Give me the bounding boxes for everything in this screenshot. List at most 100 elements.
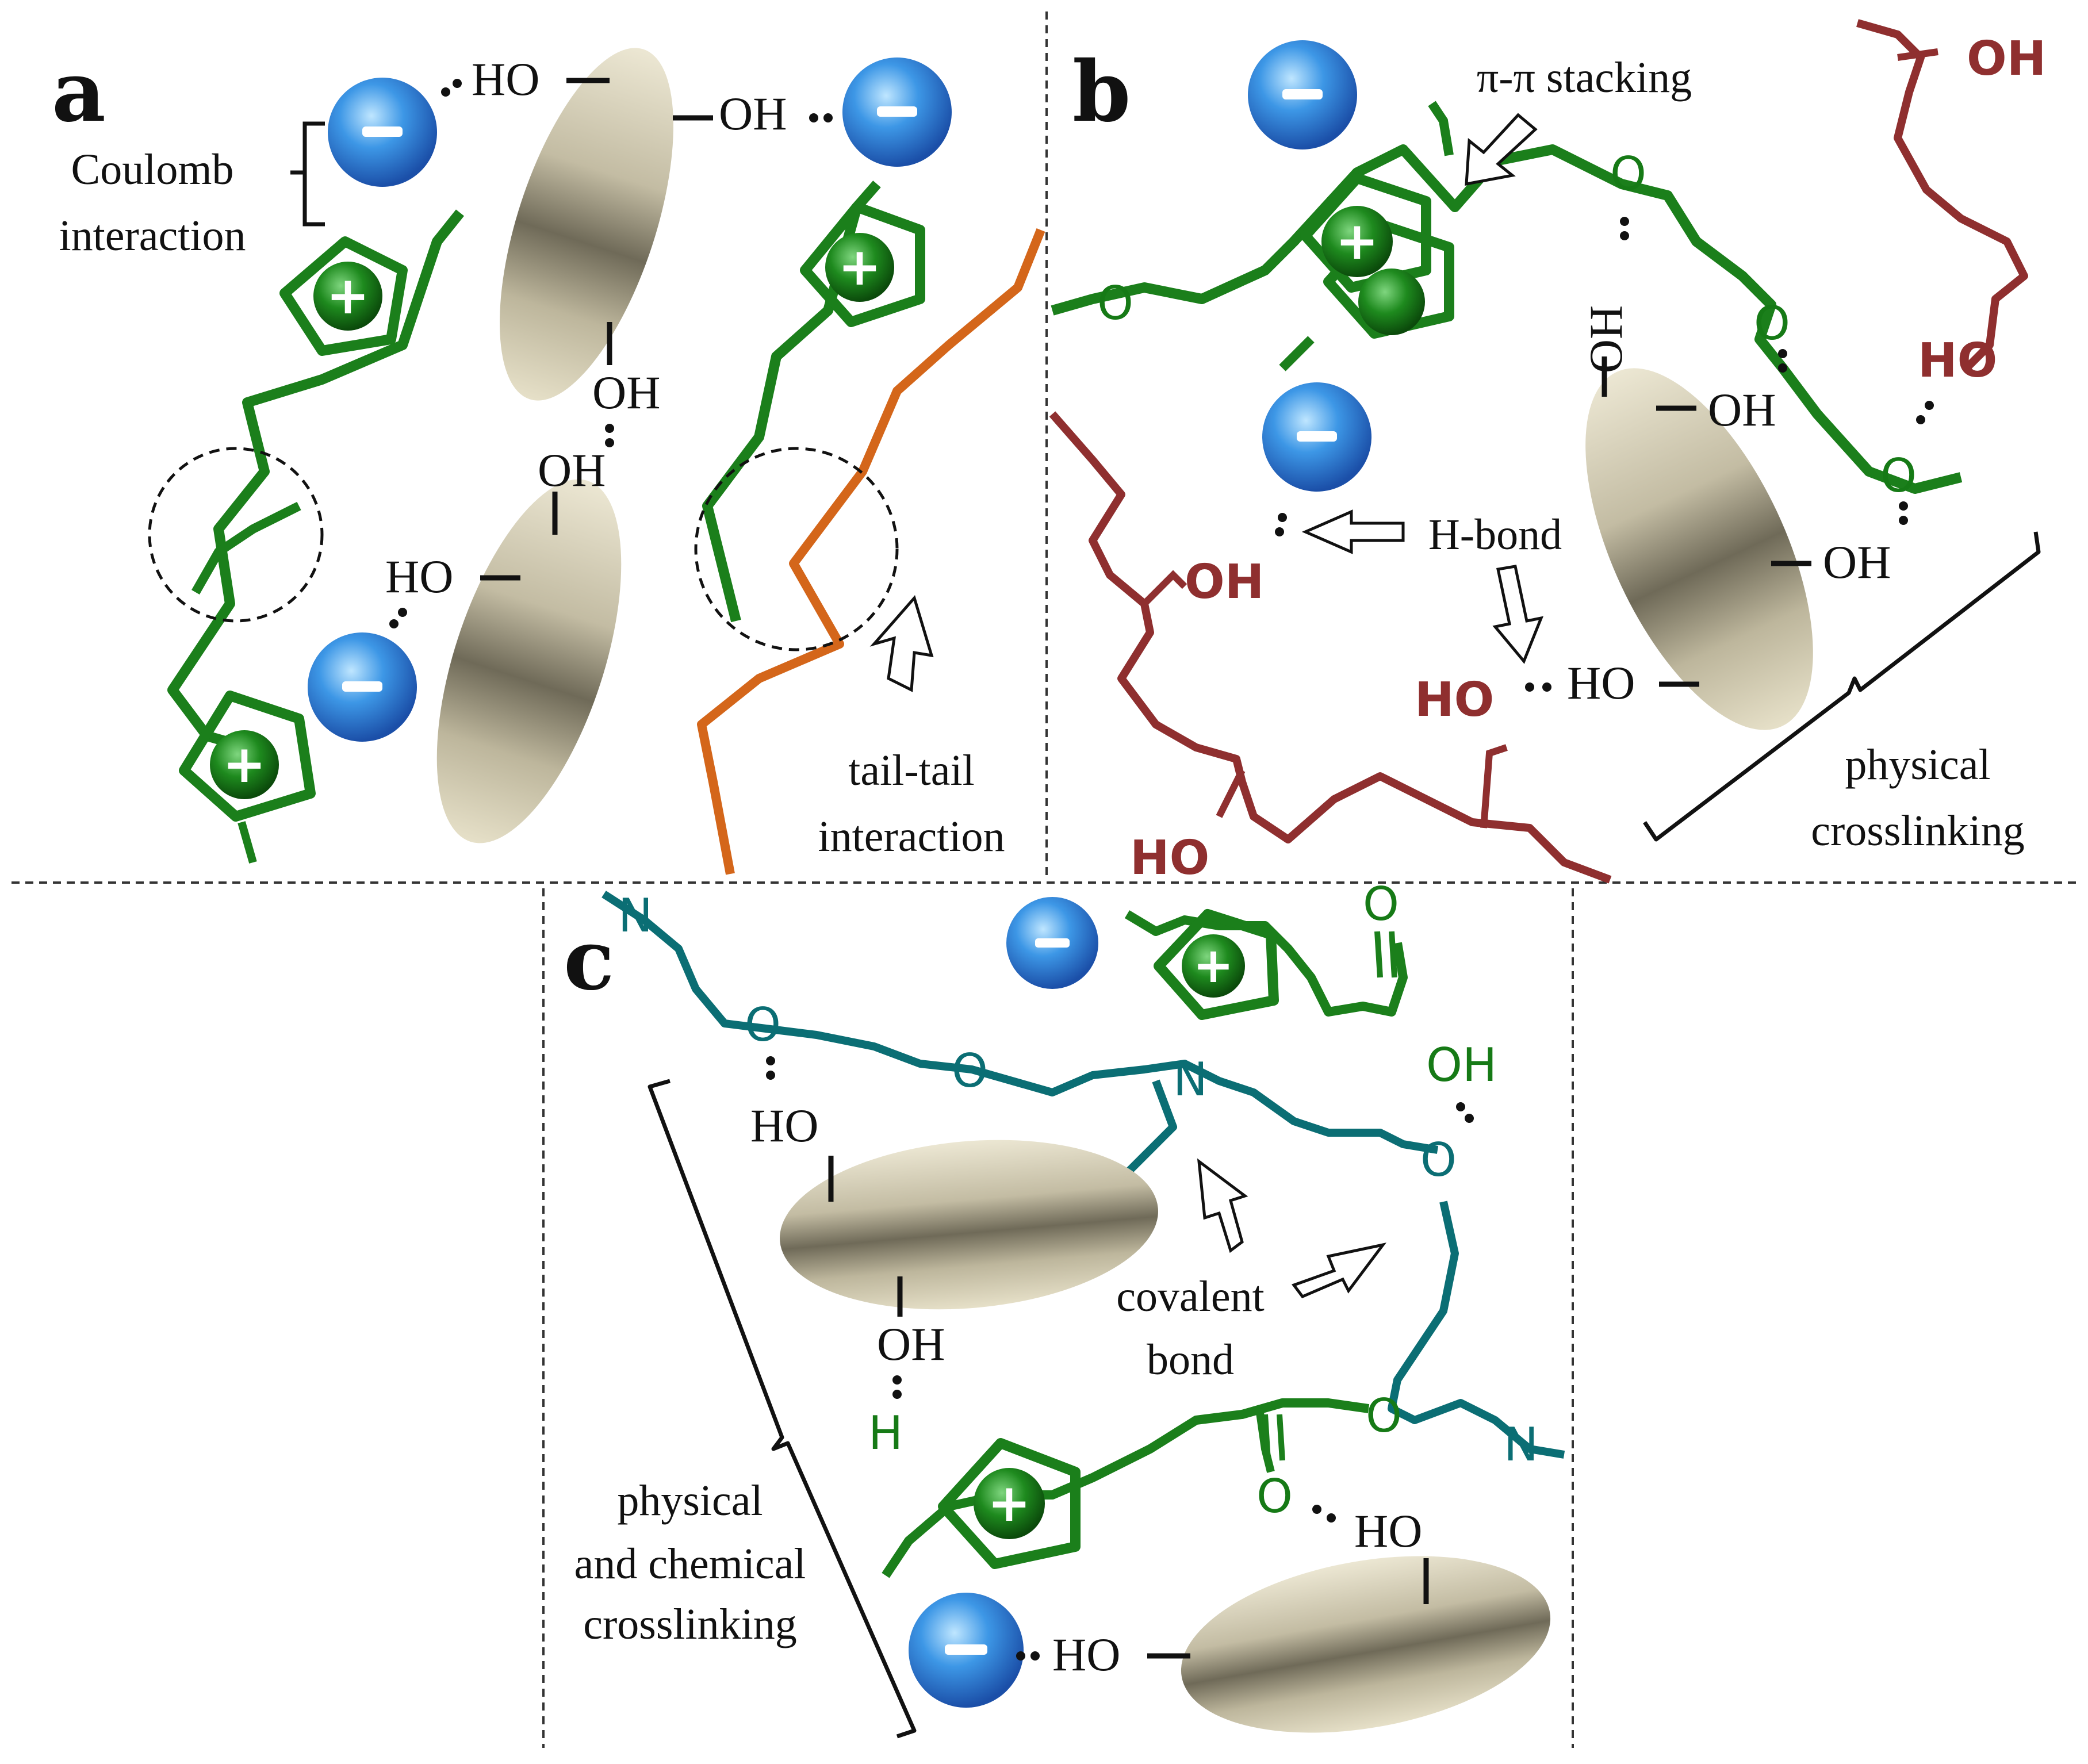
ho-red-label: HO [1918, 333, 1997, 388]
polymer-red-left [1049, 411, 1612, 884]
chain-c-green-top [1124, 910, 1408, 1017]
tail-tail-label-line2: interaction [818, 812, 1005, 861]
cation-a3 [825, 233, 894, 302]
crosslink-bracket-b [1643, 531, 2041, 842]
minus-icon [1297, 431, 1337, 442]
n-label: N [1504, 1418, 1538, 1471]
tail-tail-arrow [869, 595, 934, 692]
chain-b-green [1051, 144, 1963, 494]
double-bond-c1 [1374, 931, 1397, 978]
chain-c-teal-right [1388, 1201, 1565, 1459]
crosslink-label-c-line3: crosslinking [583, 1600, 797, 1648]
nanocrystal-a1 [499, 48, 674, 401]
o-label: O [745, 998, 781, 1052]
chain-a-left-branch [191, 501, 301, 595]
oh-red-label: OH [1967, 32, 2046, 86]
chain-b-branch [1428, 101, 1454, 156]
oh-red-label: OH [1185, 555, 1264, 609]
ho-label: HO [750, 1099, 818, 1152]
imidazolium-ring-a3 [800, 202, 925, 327]
ho-red-label: HO [1415, 673, 1494, 727]
pi-stacking-label: π-π stacking [1477, 53, 1692, 102]
crosslink-label-b-line1: physical [1845, 741, 1990, 789]
imidazolium-ring-a2 [179, 691, 316, 822]
oh-label: OH [719, 87, 787, 140]
oh-green-label: OH [1426, 1038, 1497, 1092]
ho-label: HO [1567, 657, 1635, 709]
imidazolium-ring-c2 [938, 1438, 1081, 1569]
nanocrystal-c1 [780, 1140, 1158, 1310]
nanocrystal-a2 [436, 479, 622, 843]
o-label: O [1754, 297, 1790, 350]
panel-c: c + + N N N O O O O O O OH [564, 877, 1565, 1739]
hbond-arrow-left [1301, 509, 1405, 554]
o-label: O [1610, 147, 1646, 201]
plus-icon: + [326, 266, 369, 326]
o-label: O [1256, 1470, 1293, 1523]
coulomb-label-line1: Coulomb [71, 145, 234, 194]
cation-c1 [1182, 934, 1245, 998]
ho-label: HO [1354, 1505, 1422, 1557]
hbond-dots-b [1275, 217, 1934, 692]
crosslink-label-b-line2: crosslinking [1811, 807, 2025, 855]
panel-b: b + π-π stacking O O O O OH [1049, 19, 2046, 885]
chain-a-bottom [237, 821, 257, 864]
panel-letter-b: b [1072, 43, 1131, 141]
n-label: N [1173, 1053, 1208, 1106]
panel-letter-a: a [52, 43, 106, 141]
minus-icon [877, 106, 917, 117]
covalent-arrow-up [1197, 1158, 1248, 1253]
imidazolium-ring-c1 [1154, 909, 1279, 1020]
o-label: O [952, 1044, 988, 1098]
ho-label: HO [472, 53, 539, 105]
ho-red-label: HO [1130, 831, 1209, 885]
minus-icon [342, 681, 382, 692]
panel-dividers [12, 11, 2076, 1748]
polymer-red-branch4 [1480, 744, 1508, 829]
polymer-red-branch3 [1216, 769, 1246, 818]
panel-letter-c: c [564, 911, 614, 1009]
ho-label: HO [1052, 1628, 1120, 1681]
double-bond-c2 [1262, 1414, 1285, 1461]
oh-label: OH [1708, 384, 1776, 436]
crosslink-label-c-line1: physical [617, 1477, 763, 1525]
covalent-label-line2: bond [1147, 1336, 1234, 1384]
hbond-dots-a [389, 79, 833, 628]
o-label: O [1880, 449, 1917, 503]
n-label: N [618, 889, 653, 942]
chain-a-left [167, 209, 465, 753]
o-label: O [1363, 877, 1399, 931]
nanocrystal-c2 [1181, 1556, 1551, 1733]
oh-label: OH [1823, 536, 1891, 588]
crosslink-bracket-c [648, 1079, 917, 1739]
tail-tail-circle-left [148, 447, 324, 623]
polymer-red-branch [1897, 48, 1938, 61]
o-label: O [1097, 277, 1133, 330]
hbond-dots-c [766, 1056, 1474, 1661]
cation-c2 [974, 1468, 1045, 1539]
cation-a1 [313, 262, 382, 331]
panel-a: a Coulomb interaction + + HO OH OH O [52, 43, 1045, 875]
tail-tail-label-line1: tail-tail [848, 746, 974, 795]
plus-icon: + [1193, 937, 1233, 994]
polymer-red-branch2 [1141, 570, 1187, 607]
cation-b1 [1358, 269, 1425, 335]
chain-c-teal-top [602, 891, 1439, 1154]
oh-label: OH [538, 444, 606, 496]
hbond-label: H-bond [1428, 511, 1562, 559]
nanocrystal-b [1585, 368, 1813, 730]
plus-icon: + [838, 237, 881, 297]
covalent-arrow-right [1291, 1243, 1386, 1299]
coulomb-brace [290, 121, 325, 227]
tail-tail-circle-right [694, 447, 899, 651]
ho-label: HO [385, 550, 453, 603]
h-green-label: H [868, 1406, 903, 1460]
covalent-label-line1: covalent [1116, 1272, 1264, 1321]
minus-icon [1282, 89, 1323, 99]
chain-b-branch2 [1279, 336, 1315, 371]
oh-label: OH [592, 366, 660, 419]
chain-a-right-orange [697, 228, 1045, 875]
crosslink-label-c-line2: and chemical [574, 1540, 806, 1588]
hbond-arrow-down [1492, 565, 1544, 664]
cation-b2 [1321, 206, 1393, 277]
